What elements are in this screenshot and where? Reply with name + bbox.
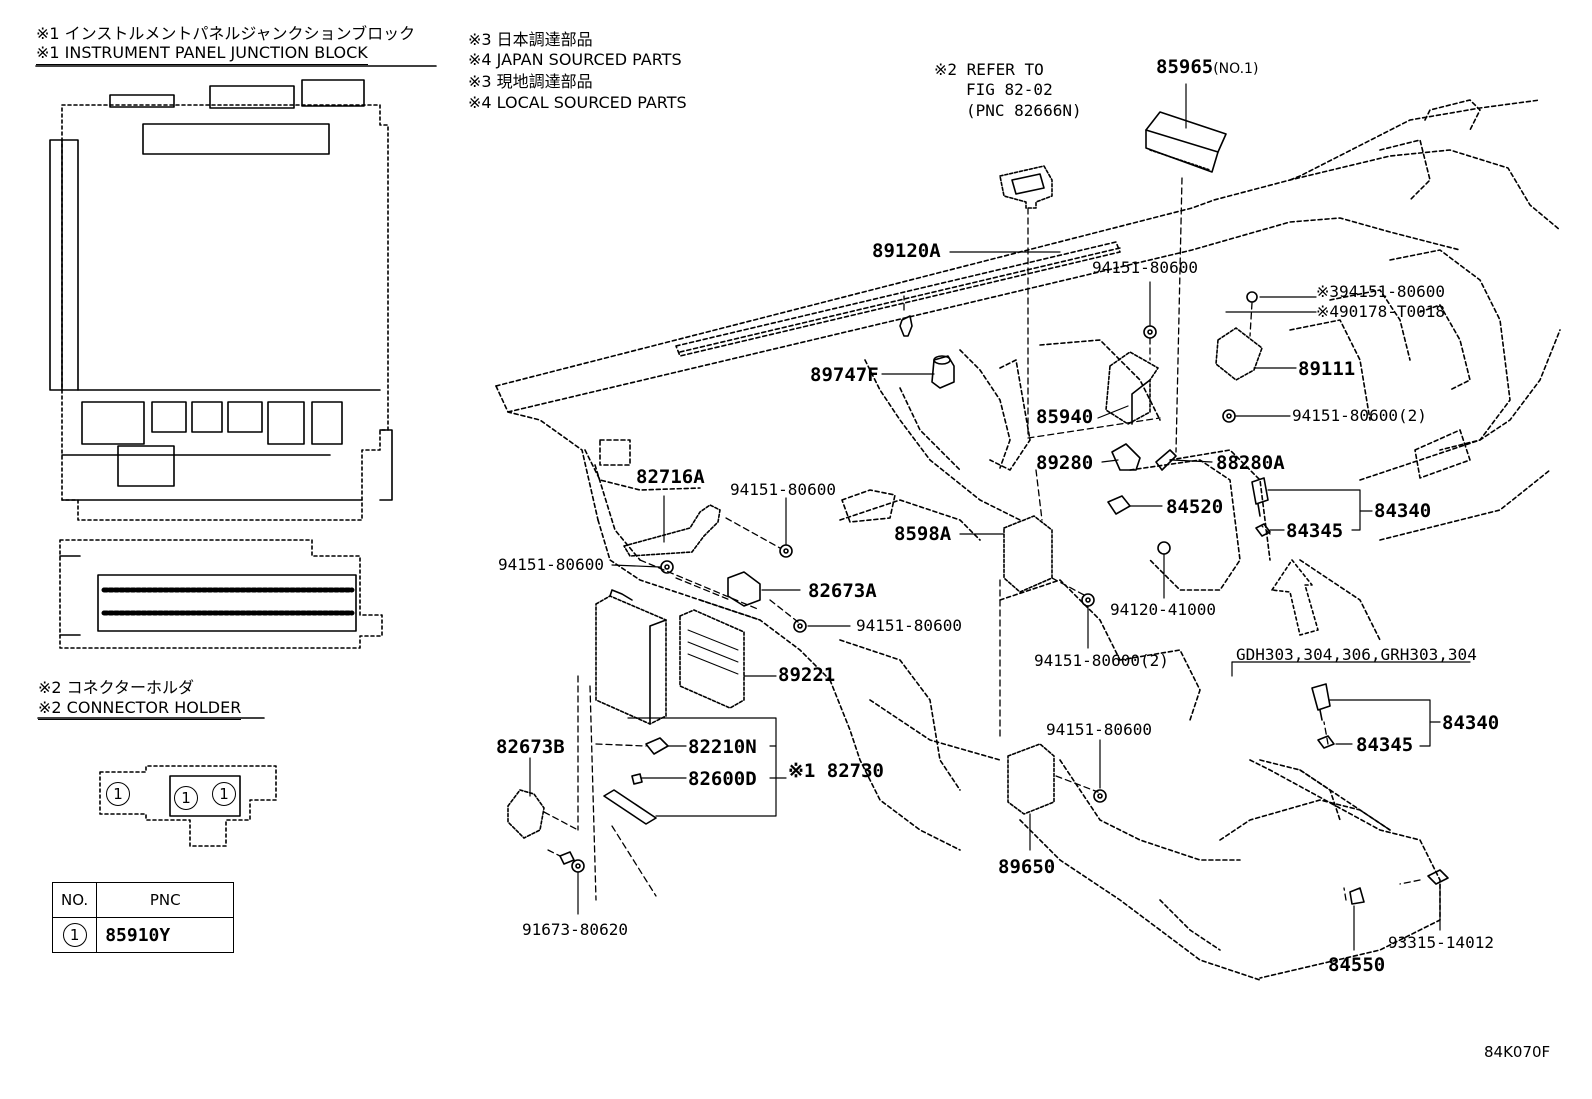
part-84340-upper: 84340 [1374, 500, 1432, 522]
heading-rules [35, 65, 437, 719]
local-parts-note-jp: ※3 現地調達部品 [468, 72, 593, 91]
junction-block-drawing [49, 79, 393, 521]
table-head-no: NO. [51, 882, 98, 918]
part-89111: 89111 [1298, 358, 1356, 380]
part-93315: 93315-14012 [1388, 933, 1494, 952]
refer-note-line3: (PNC 82666N) [966, 101, 1082, 120]
part-89221: 89221 [778, 664, 836, 686]
part-94151-japan: ※394151-80600 [1316, 282, 1445, 301]
part-89650: 89650 [998, 856, 1056, 878]
part-94151-two-b: 94151-80600(2) [1034, 651, 1169, 670]
japan-parts-note-jp: ※3 日本調達部品 [468, 30, 593, 49]
part-8598a: 8598A [894, 523, 952, 545]
part-82673b: 82673B [496, 736, 565, 758]
table-head-pnc: PNC [96, 882, 235, 918]
junction-block-note-jp: ※1 インストルメントパネルジャンクションブロック [36, 24, 416, 43]
part-84550: 84550 [1328, 954, 1386, 976]
front-arrow [1271, 559, 1319, 636]
part-94151-lower: 94151-80600 [1046, 720, 1152, 739]
part-89747f: 89747F [810, 364, 879, 386]
part-89280: 89280 [1036, 452, 1094, 474]
table-row-no: 1 [51, 917, 98, 953]
part-89120a: 89120A [872, 240, 941, 262]
connector-holder-note-en: ※2 CONNECTOR HOLDER [38, 698, 242, 720]
part-84345-upper: 84345 [1286, 520, 1344, 542]
refer-note-line1: ※2 REFER TO [934, 60, 1044, 79]
refer-note-line2: FIG 82-02 [966, 80, 1053, 99]
part-94151-left: 94151-80600 [498, 555, 604, 574]
assembly-guide-lines [543, 177, 1421, 901]
holder-mark: 1 [106, 782, 130, 806]
part-88280a: 88280A [1216, 452, 1285, 474]
japan-parts-note-en: ※4 JAPAN SOURCED PARTS [468, 50, 682, 69]
part-82673a: 82673A [808, 580, 877, 602]
part-91673: 91673-80620 [522, 920, 628, 939]
connector-holder-note-jp: ※2 コネクターホルダ [38, 678, 195, 697]
connector-holder-drawing [99, 765, 277, 847]
figure-id: 84K070F [1484, 1043, 1551, 1061]
part-84345-lower: 84345 [1356, 734, 1414, 756]
holder-mark: 1 [174, 786, 198, 810]
part-94151-mid: 94151-80600 [730, 480, 836, 499]
part-90178: ※490178-T0018 [1316, 302, 1445, 321]
instrument-panel-drawing [495, 99, 1561, 981]
part-82210n: 82210N [688, 736, 757, 758]
pnc-table: NO. PNC 1 85910Y [51, 882, 235, 953]
local-parts-note-en: ※4 LOCAL SOURCED PARTS [468, 93, 687, 112]
part-94120: 94120-41000 [1110, 600, 1216, 619]
part-85965: 85965(NO.1) [1156, 56, 1259, 78]
model-note: GDH303,304,306,GRH303,304 [1236, 645, 1477, 664]
connector-face-drawing [59, 539, 383, 649]
junction-block-note-en: ※1 INSTRUMENT PANEL JUNCTION BLOCK [36, 43, 368, 65]
leader-lines [529, 83, 1471, 951]
part-82730: ※1 82730 [788, 760, 884, 782]
part-84340-lower: 84340 [1442, 712, 1500, 734]
part-82716a: 82716A [636, 466, 705, 488]
part-85940: 85940 [1036, 406, 1094, 428]
table-row-pnc: 85910Y [96, 917, 235, 953]
part-94151-two-a: 94151-80600(2) [1292, 406, 1427, 425]
part-82600d: 82600D [688, 768, 757, 790]
part-shapes [507, 111, 1449, 905]
part-84520: 84520 [1166, 496, 1224, 518]
part-94151-right: 94151-80600 [856, 616, 962, 635]
part-94151-top: 94151-80600 [1092, 258, 1198, 277]
holder-mark: 1 [212, 782, 236, 806]
